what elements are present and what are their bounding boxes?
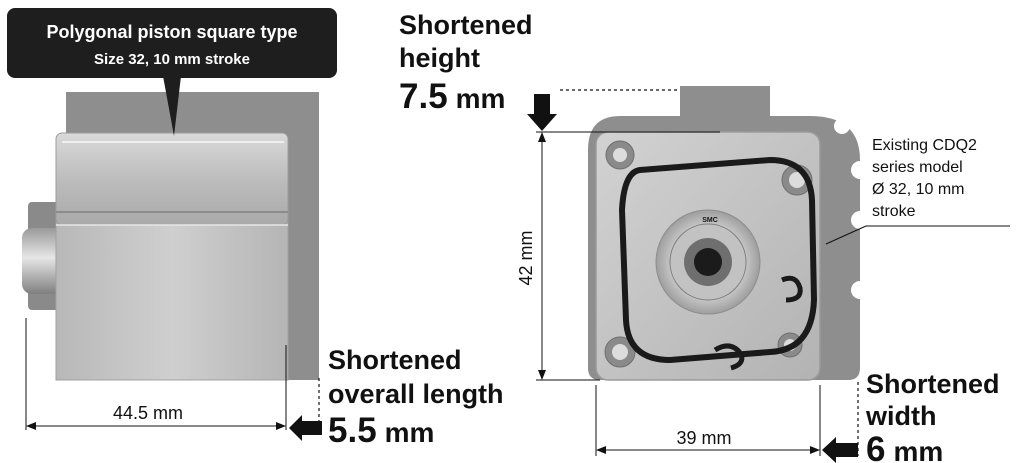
existing-model-leader bbox=[825, 225, 867, 245]
existing-model-line-2: series model bbox=[872, 159, 963, 176]
existing-model-line-4: stroke bbox=[872, 203, 916, 220]
shortened-width-number: 6 bbox=[866, 430, 885, 463]
length-dimension-label: 44.5 mm bbox=[113, 403, 183, 423]
shortened-height-line1: Shortened bbox=[399, 10, 533, 40]
rod-bore bbox=[694, 248, 722, 276]
height-arrow bbox=[527, 94, 557, 131]
shortened-width-value: 6 mm bbox=[866, 430, 943, 463]
side-view: Polygonal piston square type Size 32, 10… bbox=[7, 8, 504, 450]
shortened-height-unit: mm bbox=[456, 83, 506, 114]
callout-subtitle: Size 32, 10 mm stroke bbox=[94, 51, 250, 68]
seal-groove bbox=[618, 156, 818, 364]
width-dimension-label: 39 mm bbox=[676, 428, 731, 448]
existing-model-line-1: Existing CDQ2 bbox=[872, 137, 977, 154]
shortened-width-line2: width bbox=[865, 401, 936, 431]
height-dimension-label: 42 mm bbox=[516, 230, 536, 285]
shortened-length-line2: overall length bbox=[328, 379, 504, 409]
existing-model-line-3: Ø 32, 10 mm bbox=[872, 181, 964, 198]
shortened-width-line1: Shortened bbox=[866, 369, 1000, 399]
front-view: SMC 42 mm Shortened height 7.5 mm 39 mm bbox=[399, 10, 1010, 463]
brand-mark: SMC bbox=[702, 217, 718, 224]
width-dimension: 39 mm bbox=[595, 385, 821, 456]
shortened-length-unit: mm bbox=[385, 417, 435, 448]
shortened-length-number: 5.5 bbox=[328, 411, 377, 450]
piston-rod bbox=[22, 228, 66, 294]
shortened-height-number: 7.5 bbox=[399, 77, 448, 116]
shortened-length-value: 5.5 mm bbox=[328, 411, 434, 450]
shortened-height-value: 7.5 mm bbox=[399, 77, 505, 116]
callout-title: Polygonal piston square type bbox=[46, 22, 297, 42]
callout-box: Polygonal piston square type Size 32, 10… bbox=[7, 8, 337, 136]
shortened-length-line1: Shortened bbox=[328, 345, 462, 375]
shortened-width-unit: mm bbox=[893, 436, 943, 463]
cylinder-body-side bbox=[55, 221, 289, 381]
length-dimension: 44.5 mm bbox=[25, 318, 287, 430]
existing-model-note: Existing CDQ2 series model Ø 32, 10 mm s… bbox=[872, 137, 977, 220]
height-dimension: 42 mm bbox=[516, 131, 720, 381]
length-arrow bbox=[289, 415, 322, 441]
shortened-height-line2: height bbox=[399, 43, 480, 73]
width-arrow bbox=[822, 437, 858, 463]
